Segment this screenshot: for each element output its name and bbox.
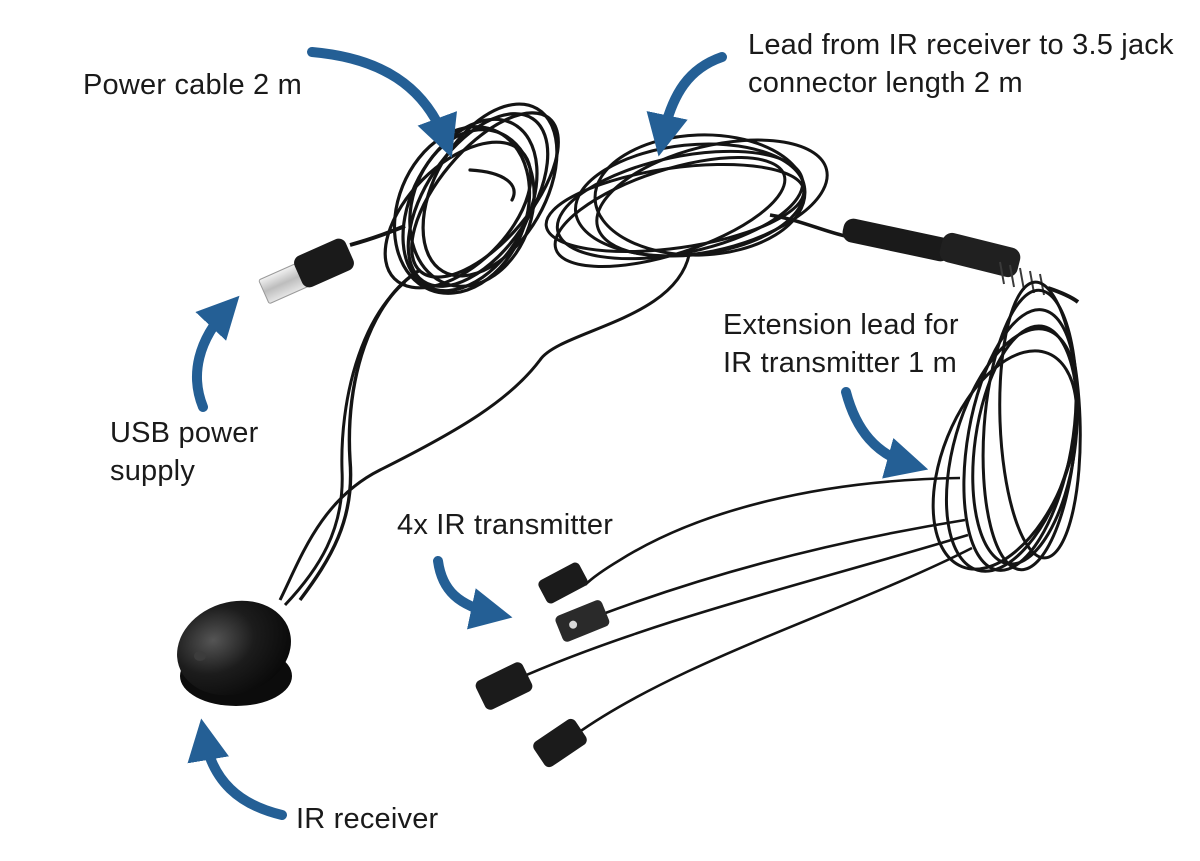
receiver-cable bbox=[298, 268, 421, 602]
label-ir-receiver-text: IR receiver bbox=[296, 803, 439, 835]
label-power-cable: Power cable 2 m bbox=[83, 66, 302, 104]
label-extension-lead: Extension lead for IR transmitter 1 m bbox=[723, 306, 959, 382]
ir-receiver-device bbox=[177, 600, 292, 706]
extension-coil bbox=[931, 280, 1082, 573]
usb-plug bbox=[258, 224, 406, 304]
label-lead: Lead from IR receiver to 3.5 jack connec… bbox=[748, 26, 1174, 102]
power-cable-coil bbox=[383, 102, 560, 295]
label-usb-line2: supply bbox=[110, 455, 196, 487]
label-usb-line1: USB power bbox=[110, 417, 259, 449]
label-power-cable-text: Power cable 2 m bbox=[83, 69, 302, 101]
transmitter-cables bbox=[514, 476, 973, 737]
annotation-arrows bbox=[187, 47, 929, 820]
arrow-extension bbox=[841, 387, 929, 479]
lead-coil bbox=[544, 133, 829, 269]
label-usb-power-supply: USB power supply bbox=[110, 414, 258, 490]
lead-cable bbox=[278, 249, 692, 601]
label-ir-transmitter-text: 4x IR transmitter bbox=[397, 509, 614, 541]
label-extension-line1: Extension lead for bbox=[723, 309, 959, 341]
label-ir-transmitter: 4x IR transmitter bbox=[397, 506, 613, 544]
arrow-receiver bbox=[187, 718, 287, 820]
label-lead-line2: connector length 2 m bbox=[748, 67, 1023, 99]
arrow-transmitter bbox=[433, 556, 513, 630]
label-lead-line1: Lead from IR receiver to 3.5 jack bbox=[748, 29, 1174, 61]
arrow-usb bbox=[192, 295, 240, 412]
arrow-power-cable bbox=[307, 47, 457, 158]
label-ir-receiver: IR receiver bbox=[296, 800, 438, 838]
jack-connector bbox=[842, 218, 1080, 304]
label-extension-line2: IR transmitter 1 m bbox=[723, 347, 958, 379]
arrow-lead bbox=[646, 52, 727, 157]
ir-transmitter-heads bbox=[475, 562, 610, 768]
